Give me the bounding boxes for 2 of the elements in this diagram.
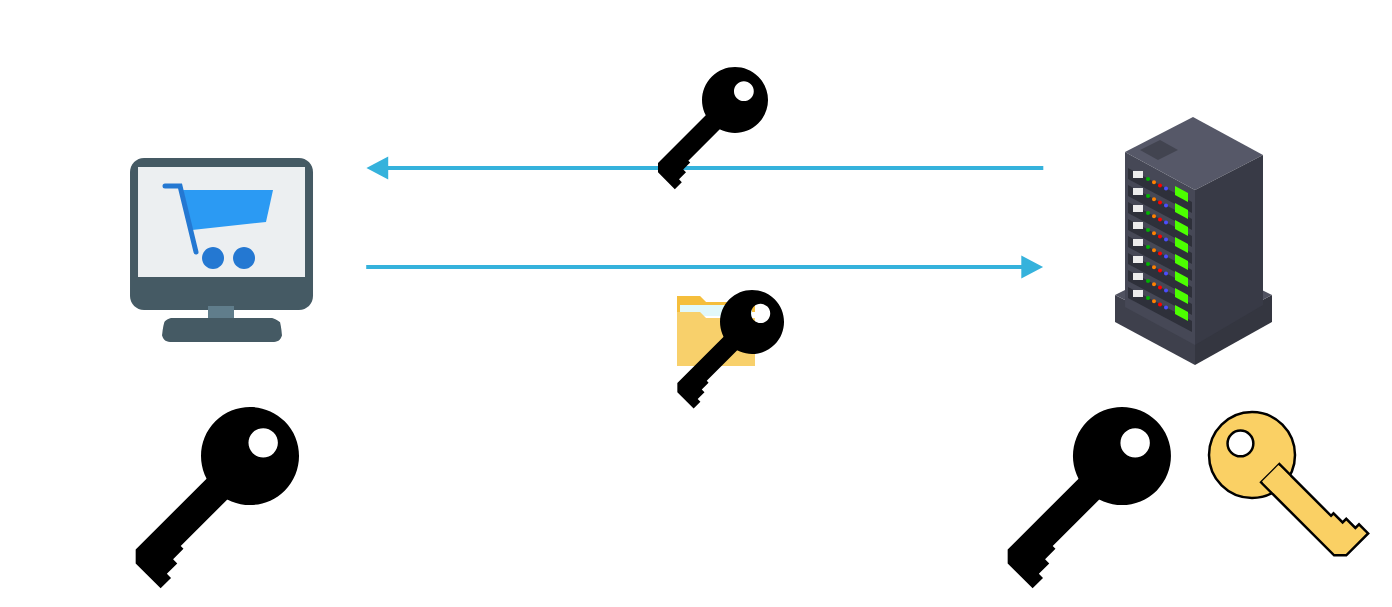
computer-drawing [130,158,313,342]
server-drawing [1115,117,1272,365]
